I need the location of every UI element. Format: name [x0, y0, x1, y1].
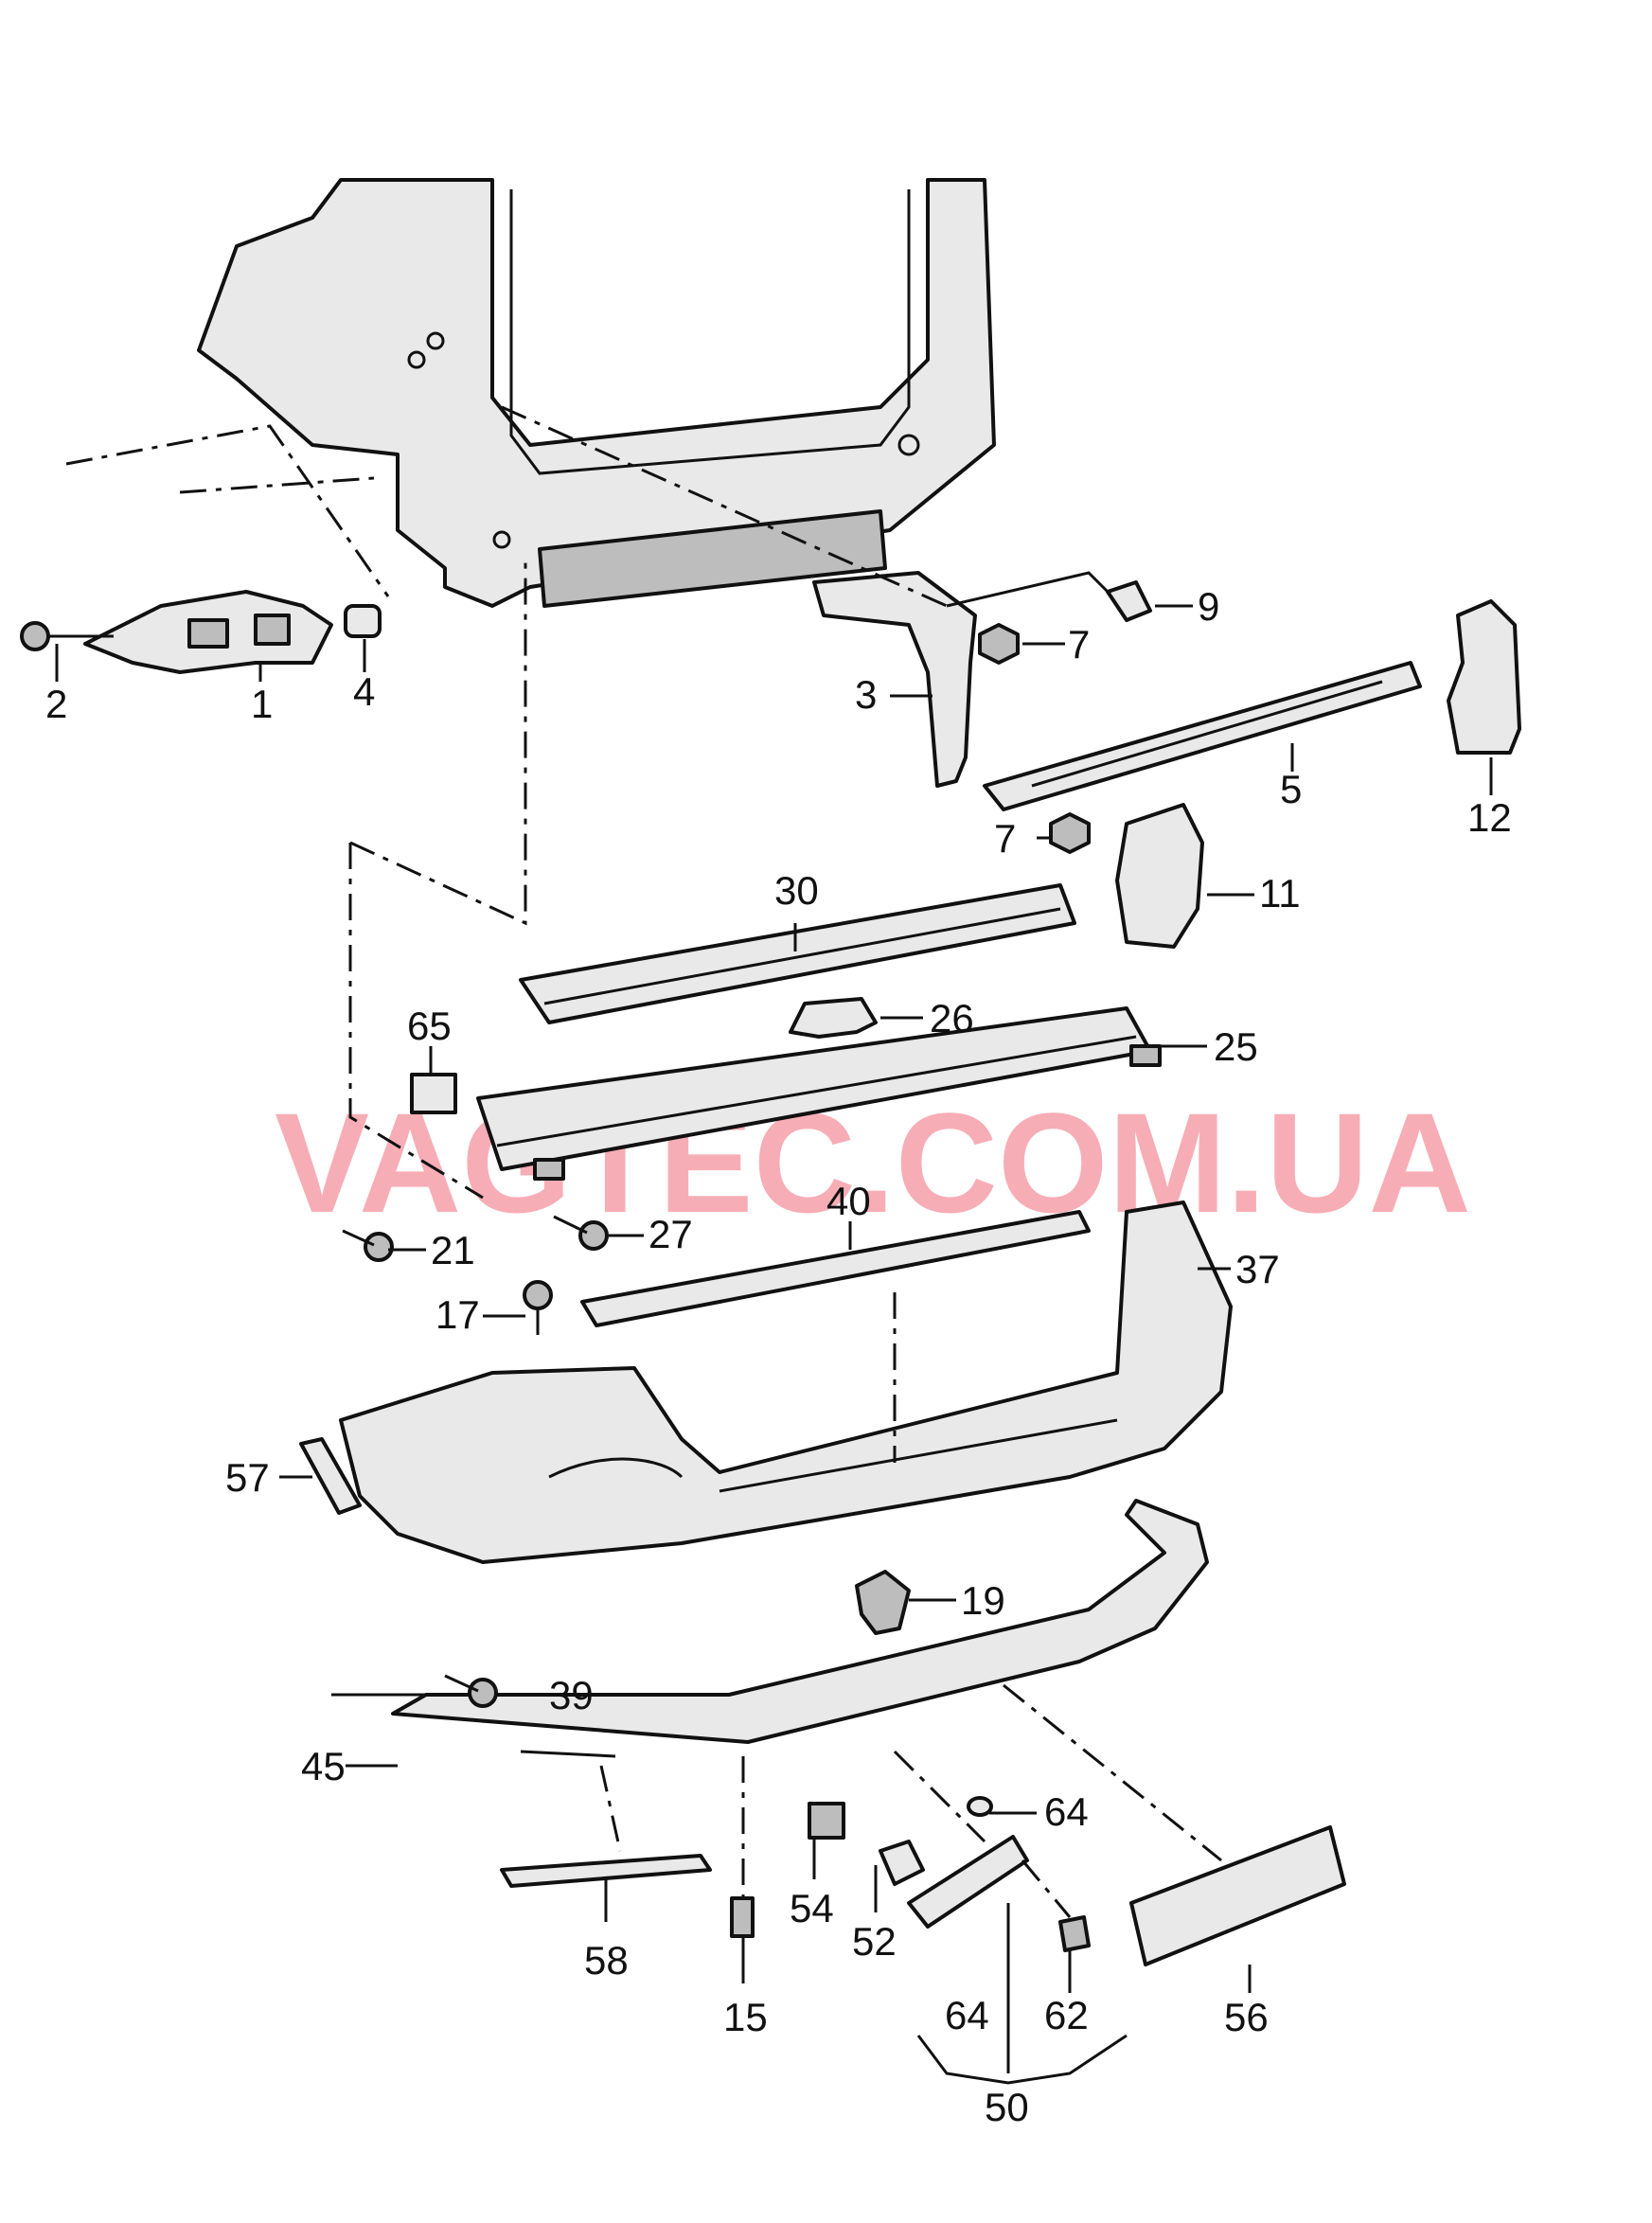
cover-50	[907, 1835, 1029, 1929]
callout-64-upper: 64	[1044, 1789, 1089, 1834]
callout-52: 52	[852, 1919, 897, 1964]
pad-65	[410, 1073, 457, 1114]
callout-39: 39	[549, 1673, 594, 1717]
assembly-lines	[65, 405, 1222, 1918]
license-plate-holder-56	[1129, 1825, 1346, 1966]
callouts: 1 2 3 4 5 7 7 9 11 12 15 17 19 21 25 26 …	[45, 584, 1512, 2129]
callout-12: 12	[1467, 795, 1512, 840]
bolt-21	[342, 1229, 394, 1262]
bracket-54	[808, 1802, 845, 1840]
energy-absorber-30	[519, 883, 1076, 1024]
clip-9	[1106, 580, 1152, 622]
cap-52	[879, 1840, 925, 1886]
bracket-26	[789, 997, 878, 1039]
left-side-bracket	[83, 590, 333, 674]
callout-15: 15	[723, 1995, 768, 2039]
reflector-57	[299, 1437, 362, 1515]
callout-58: 58	[584, 1938, 629, 1983]
lower-diffuser-45	[391, 1499, 1209, 1758]
callout-37: 37	[1235, 1247, 1280, 1291]
rear-body-panel	[197, 178, 996, 608]
callout-1: 1	[251, 682, 273, 726]
bracket-3	[812, 571, 977, 788]
callout-57: 57	[225, 1455, 270, 1500]
trim-strip-40	[580, 1210, 1091, 1327]
clip-62	[1058, 1915, 1091, 1952]
callout-30: 30	[774, 868, 819, 913]
callout-2: 2	[45, 682, 67, 726]
callout-50: 50	[985, 2085, 1029, 2129]
callout-7-lower: 7	[994, 816, 1016, 861]
guide-rail-5	[983, 661, 1422, 811]
spacer-4	[344, 604, 382, 638]
nut-7-lower	[1049, 812, 1091, 854]
callout-56: 56	[1224, 1995, 1269, 2039]
washer-64	[967, 1796, 993, 1817]
callout-17: 17	[435, 1292, 480, 1337]
screw-15	[730, 1896, 755, 1938]
reflector-strip-58	[500, 1854, 712, 1888]
callout-11: 11	[1259, 871, 1301, 916]
callout-9: 9	[1198, 584, 1219, 629]
screw-2	[20, 621, 114, 651]
callout-7-upper: 7	[1068, 622, 1090, 667]
callout-54: 54	[790, 1886, 834, 1930]
screw-17	[523, 1280, 553, 1335]
callout-3: 3	[855, 672, 877, 717]
bracket-12	[1447, 599, 1521, 755]
callout-21: 21	[431, 1228, 475, 1272]
screw-39	[444, 1674, 498, 1708]
callout-40: 40	[826, 1179, 871, 1223]
callout-19: 19	[961, 1578, 1005, 1623]
callout-45: 45	[301, 1744, 346, 1788]
bumper-cover-37	[339, 1200, 1233, 1564]
watermark: VAGTEC.COM.UA	[275, 1083, 1471, 1242]
callout-62: 62	[1044, 1993, 1089, 2037]
callout-25: 25	[1214, 1024, 1258, 1069]
callout-26: 26	[930, 996, 974, 1040]
callout-4: 4	[353, 669, 375, 714]
clip-19	[855, 1570, 911, 1635]
nut-7-upper	[978, 623, 1020, 665]
callout-5: 5	[1280, 767, 1302, 811]
callout-65: 65	[407, 1004, 452, 1048]
callout-27: 27	[648, 1212, 693, 1256]
bumper-carrier-25	[476, 1006, 1162, 1181]
bracket-11	[1115, 803, 1204, 949]
callout-64-lower: 64	[945, 1993, 989, 2037]
leader-lines	[55, 604, 1493, 2085]
